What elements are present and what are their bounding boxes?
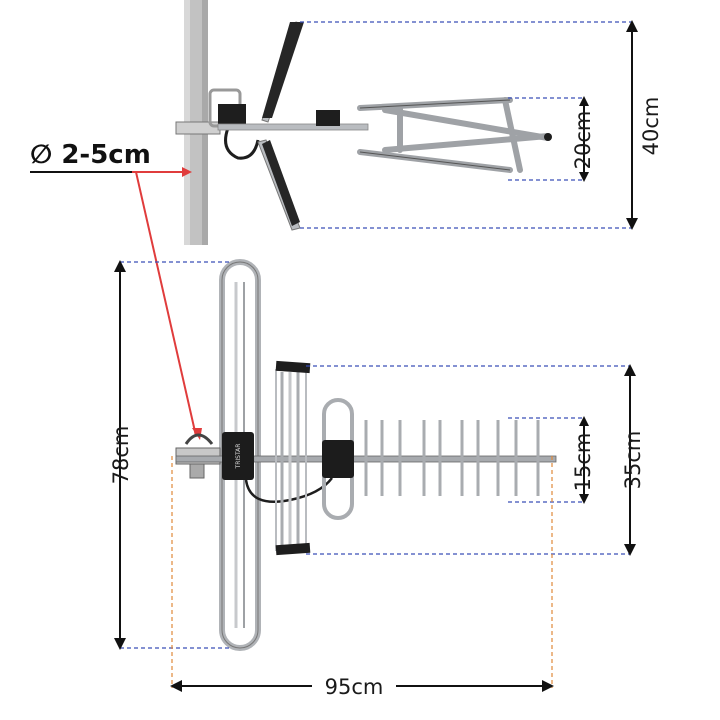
length-dimension: 95cm <box>170 456 554 699</box>
top-boom <box>217 123 369 131</box>
yagi-height-dimension: 15cm <box>508 416 595 504</box>
top-height-dimension: 40cm <box>300 20 663 230</box>
panel-height-dimension: 35cm <box>306 364 645 556</box>
length-label: 95cm <box>325 675 384 699</box>
height-top-label: 40cm <box>639 97 663 156</box>
reflector-panel <box>275 360 311 556</box>
yagi-directors <box>364 420 540 496</box>
pole-clamp <box>175 88 260 160</box>
top-view: 40cm 20cm <box>175 0 663 245</box>
pipe-diameter-callout: ∅ 2-5cm <box>30 140 202 440</box>
main-balun: TRISTAR <box>222 432 254 480</box>
front-height-dimension: 78cm <box>109 260 232 650</box>
pipe-diameter-label: ∅ 2-5cm <box>30 140 151 170</box>
yagi-height-label: 15cm <box>571 433 595 492</box>
top-reflector-dimension: 20cm <box>508 96 595 182</box>
upper-panel <box>261 21 304 123</box>
height-bottom-label: 78cm <box>109 426 133 485</box>
top-balun <box>316 110 340 126</box>
brand-label: TRISTAR <box>235 444 242 470</box>
reflector-top-label: 20cm <box>571 111 595 170</box>
top-yagi <box>357 97 551 173</box>
front-view: TRISTAR <box>109 259 645 699</box>
lower-panel <box>257 139 301 231</box>
yagi-balun <box>322 440 354 478</box>
panel-height-label: 35cm <box>621 431 645 490</box>
